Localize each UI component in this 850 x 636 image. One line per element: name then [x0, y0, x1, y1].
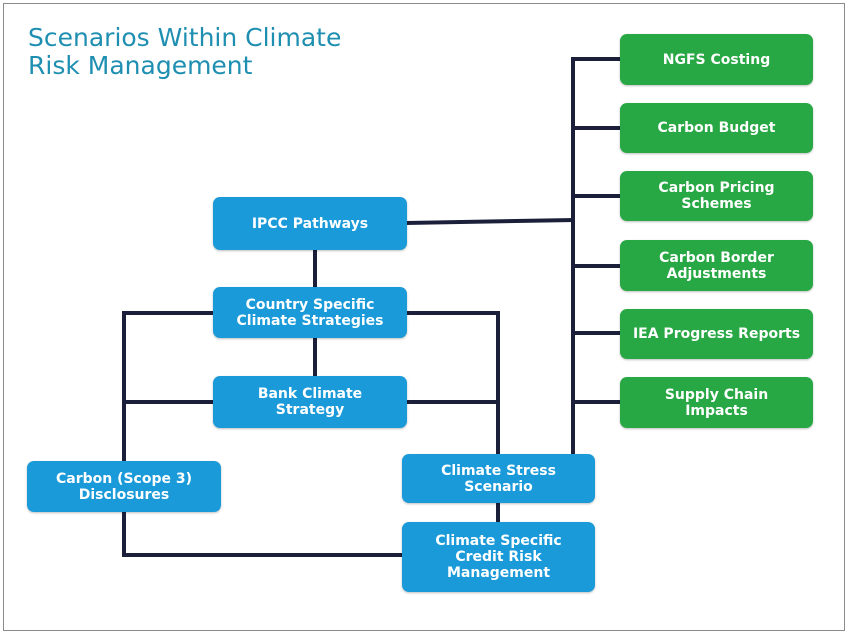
supply-label-2: Impacts: [685, 402, 748, 419]
budget-label: Carbon Budget: [657, 120, 776, 136]
credit-label-1: Climate Specific: [435, 533, 562, 549]
bank-label-1: Bank Climate: [257, 386, 363, 402]
credit-label-2: Credit Risk: [455, 549, 542, 565]
diagram-title: Scenarios Within Climate Risk Management: [28, 24, 368, 80]
stress-label-2: Scenario: [464, 478, 533, 495]
country-label-2: Climate Strategies: [236, 312, 384, 329]
country-label-1: Country Specific: [245, 296, 375, 313]
bank-strategy-box: Bank Climate Strategy: [213, 376, 407, 428]
scope3-to-credit: [122, 510, 404, 557]
scope3-label-2: Disclosures: [78, 486, 170, 503]
carbon-border-box: Carbon Border Adjustments: [620, 240, 813, 291]
country-strategies-box: Country Specific Climate Strategies: [213, 287, 407, 338]
ngfs-costing-box: NGFS Costing: [620, 34, 813, 85]
ngfs-label: NGFS Costing: [662, 51, 771, 68]
ipcc-to-trunk: [404, 217, 576, 226]
scope3-label-1: Carbon (Scope 3): [55, 470, 193, 487]
ipcc-pathways-box: IPCC Pathways: [213, 197, 407, 250]
credit-label-3: Management: [446, 565, 551, 581]
ipcc-label: IPCC Pathways: [251, 215, 369, 232]
carbon-scope3-box: Carbon (Scope 3) Disclosures: [27, 461, 221, 512]
border-label-2: Adjustments: [666, 265, 767, 282]
pricing-label-1: Carbon Pricing: [658, 180, 775, 196]
stress-label-1: Climate Stress: [441, 462, 556, 479]
climate-stress-box: Climate Stress Scenario: [402, 454, 595, 503]
title-line-2: Risk Management: [28, 51, 253, 80]
iea-reports-box: IEA Progress Reports: [620, 309, 813, 359]
carbon-pricing-box: Carbon Pricing Schemes: [620, 171, 813, 221]
bank-label-2: Strategy: [275, 402, 345, 418]
supply-label-1: Supply Chain: [664, 386, 769, 403]
title-line-1: Scenarios Within Climate: [28, 23, 342, 52]
iea-label: IEA Progress Reports: [632, 326, 801, 342]
credit-risk-box: Climate Specific Credit Risk Management: [402, 522, 595, 592]
border-label-1: Carbon Border: [659, 249, 774, 266]
country-to-scope3: [122, 311, 215, 463]
supply-chain-box: Supply Chain Impacts: [620, 377, 813, 428]
carbon-budget-box: Carbon Budget: [620, 103, 813, 153]
country-to-stress: [405, 311, 500, 456]
pricing-label-2: Schemes: [681, 196, 752, 212]
